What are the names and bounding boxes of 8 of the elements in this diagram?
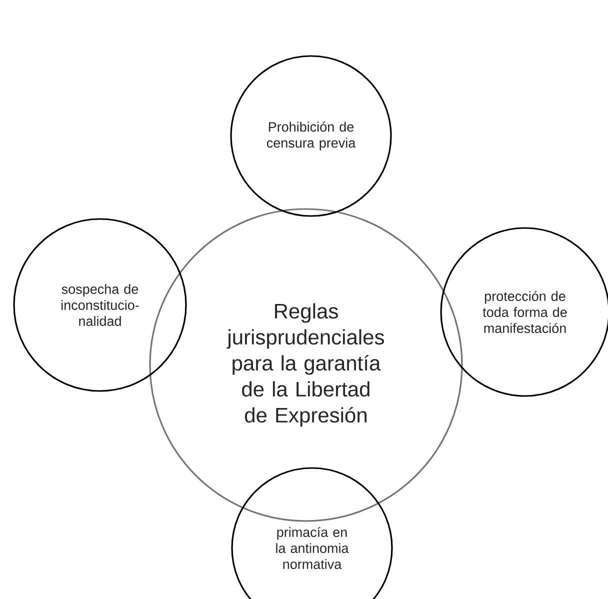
satellite-circle bbox=[230, 55, 392, 217]
circle-label: Prohibición de censura previa bbox=[266, 122, 356, 150]
circle-label: sospecha de inconstitucio-nalidad bbox=[62, 284, 139, 326]
center-circle bbox=[149, 208, 463, 522]
circle-label: primacía en la antinomia normativa bbox=[276, 526, 349, 570]
circle-label: Reglas jurisprudenciales para la garantía de la Libertad de Expresión bbox=[226, 303, 384, 427]
satellite-circle bbox=[13, 218, 187, 392]
circle-label: protección de toda forma de manifestación bbox=[482, 290, 567, 334]
